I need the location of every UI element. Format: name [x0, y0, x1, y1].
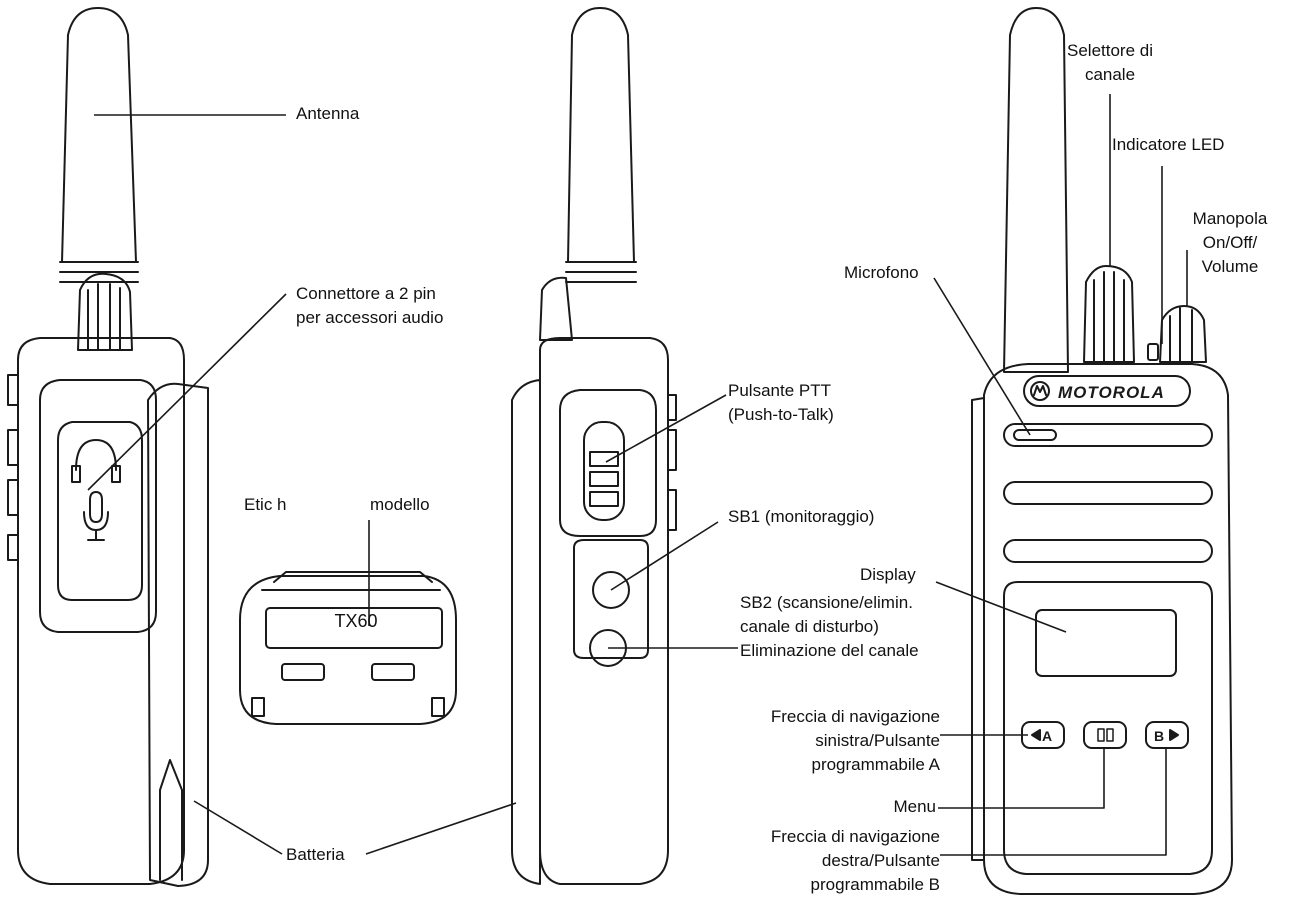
- label-left-arrow-line3: programmabile A: [811, 755, 940, 774]
- label-left-arrow-line2: sinistra/Pulsante: [815, 731, 940, 750]
- label-led: Indicatore LED: [1112, 135, 1225, 154]
- side-ribs-right: [667, 394, 677, 531]
- label-right-arrow-line3: programmabile B: [810, 875, 940, 894]
- radio-front-body: [983, 363, 1233, 895]
- display-module-body: [239, 575, 457, 725]
- display-module-key-right: [371, 663, 415, 681]
- module-display-text: TX60: [334, 611, 378, 631]
- radio-back-side-panel: [147, 382, 209, 887]
- mic-icon: [83, 491, 109, 541]
- antenna-left-ribs: [59, 261, 139, 283]
- radio-back-body: [17, 337, 185, 885]
- sb1-button: [592, 571, 630, 609]
- label-sb1: SB1 (monitoraggio): [728, 507, 875, 526]
- label-knob-line2: On/Off/: [1202, 233, 1258, 252]
- front-display: [1035, 609, 1177, 677]
- leader-microphone: [933, 277, 1031, 436]
- leader-ptt: [605, 394, 727, 463]
- radio-back-view: [7, 7, 209, 887]
- radio-front-view: MOTOROLA A B: [971, 7, 1233, 895]
- label-ptt-line1: Pulsante PTT: [728, 381, 831, 400]
- antenna-left: [61, 7, 137, 263]
- right-arrow-icon: [1169, 729, 1179, 741]
- channel-selector-knob: [1083, 265, 1135, 363]
- leader-battery-left: [193, 800, 283, 855]
- battery-latch: [159, 759, 183, 881]
- knob-left: [77, 272, 133, 351]
- label-right-arrow-line2: destra/Pulsante: [821, 851, 940, 870]
- accessory-cover: [57, 421, 143, 601]
- grille-slot-1: [1003, 423, 1213, 447]
- label-sb2-line1: SB2 (scansione/elimin.: [740, 593, 913, 612]
- logo-emblem: [1030, 381, 1050, 401]
- leader-connector: [87, 293, 287, 491]
- side-button-track: [573, 539, 649, 659]
- knob-middle: [539, 276, 573, 341]
- display-module-top: [261, 571, 441, 591]
- label-knob-line3: Volume: [1201, 257, 1259, 276]
- grille-slot-3: [1003, 539, 1213, 563]
- label-knob-line1: Manopola: [1192, 209, 1268, 228]
- leader-sb1: [610, 521, 719, 591]
- label-ptt-line2: (Push-to-Talk): [728, 405, 834, 424]
- label-connector-line1: Connettore a 2 pin: [296, 284, 436, 303]
- display-module-screen: [265, 607, 443, 649]
- left-arrow-icon: [1031, 729, 1041, 741]
- front-lower-panel: [1003, 581, 1213, 875]
- label-sb2-line2: canale di disturbo): [740, 617, 879, 636]
- ptt-frame: [559, 389, 657, 537]
- logo-badge: [1023, 375, 1191, 407]
- antenna-right: [1003, 7, 1069, 373]
- menu-icon: [1097, 728, 1114, 742]
- belt-clip: [39, 379, 157, 633]
- leader-right-arrow: [940, 748, 1167, 856]
- leader-menu: [938, 748, 1105, 809]
- ptt-ribs: [589, 451, 619, 507]
- label-channel-selector-line1: Selettore di: [1067, 41, 1153, 60]
- label-connector-line2: per accessori audio: [296, 308, 444, 327]
- label-display: Display: [860, 565, 916, 584]
- button-b-label: B: [1154, 728, 1164, 744]
- label-sb2-line3: Eliminazione del canale: [740, 641, 919, 660]
- button-a-label: A: [1042, 728, 1052, 744]
- volume-knob: [1159, 305, 1207, 363]
- display-module: [239, 571, 457, 725]
- label-channel-selector-line2: canale: [1084, 65, 1136, 84]
- leader-display: [935, 581, 1067, 633]
- menu-button: [1083, 721, 1127, 749]
- radio-side-view: [511, 7, 677, 885]
- headset-icon: [71, 439, 121, 483]
- leader-lines: [87, 94, 1188, 856]
- antenna-middle-ribs: [565, 261, 637, 283]
- label-antenna: Antenna: [296, 104, 360, 123]
- display-module-key-left: [281, 663, 325, 681]
- label-battery: Batteria: [286, 845, 345, 864]
- logo-emblem-mark: [1033, 385, 1047, 396]
- label-microphone: Microfono: [844, 263, 919, 282]
- logo-text: MOTOROLA: [1058, 383, 1165, 402]
- right-arrow-button: [1145, 721, 1189, 749]
- label-model-b: modello: [370, 495, 430, 514]
- label-right-arrow-line1: Freccia di navigazione: [770, 827, 940, 846]
- antenna-middle: [567, 7, 635, 263]
- label-model-a: Etic h: [244, 495, 287, 514]
- side-ribs-left: [7, 374, 19, 561]
- radio-front-side-grip: [971, 397, 985, 861]
- display-module-latches: [251, 697, 445, 717]
- ptt-button: [583, 421, 625, 521]
- microphone-opening: [1013, 429, 1057, 441]
- led-indicator: [1147, 343, 1159, 361]
- radio-side-body: [539, 337, 669, 885]
- grille-slot-2: [1003, 481, 1213, 505]
- label-left-arrow-line1: Freccia di navigazione: [770, 707, 940, 726]
- label-menu: Menu: [893, 797, 936, 816]
- leader-battery-right: [365, 802, 517, 855]
- radio-side-rear: [511, 379, 541, 885]
